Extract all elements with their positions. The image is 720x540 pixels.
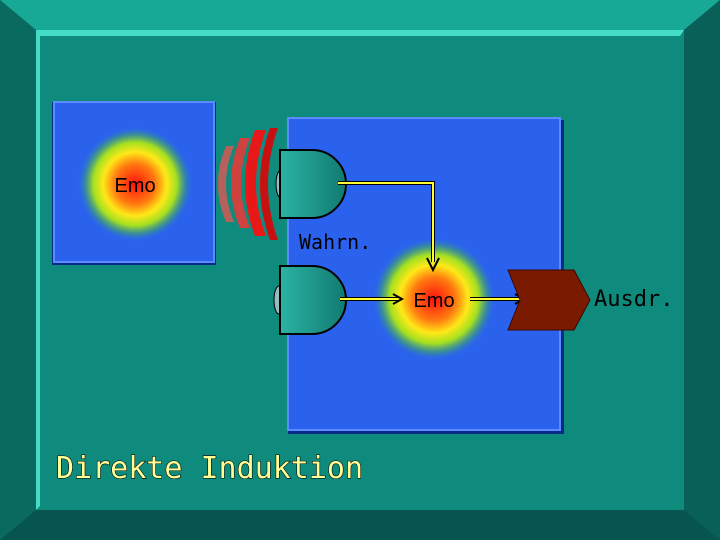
source-emotion-glow — [77, 126, 193, 242]
source-emo-label: Emo — [114, 175, 155, 197]
perception-arrow — [338, 181, 440, 273]
feedback-arrow — [340, 293, 405, 305]
expression-label: Ausdr. — [594, 287, 673, 312]
expression-shape — [507, 269, 591, 331]
perception-label: Wahrn. — [299, 230, 371, 254]
target-emotion-glow — [372, 237, 496, 361]
expression-receptor — [273, 265, 347, 335]
perception-receptor — [275, 149, 347, 219]
target-emo-label: Emo — [413, 290, 454, 312]
diagram-title: Direkte Induktion — [56, 451, 363, 486]
signal-waves — [218, 128, 278, 240]
